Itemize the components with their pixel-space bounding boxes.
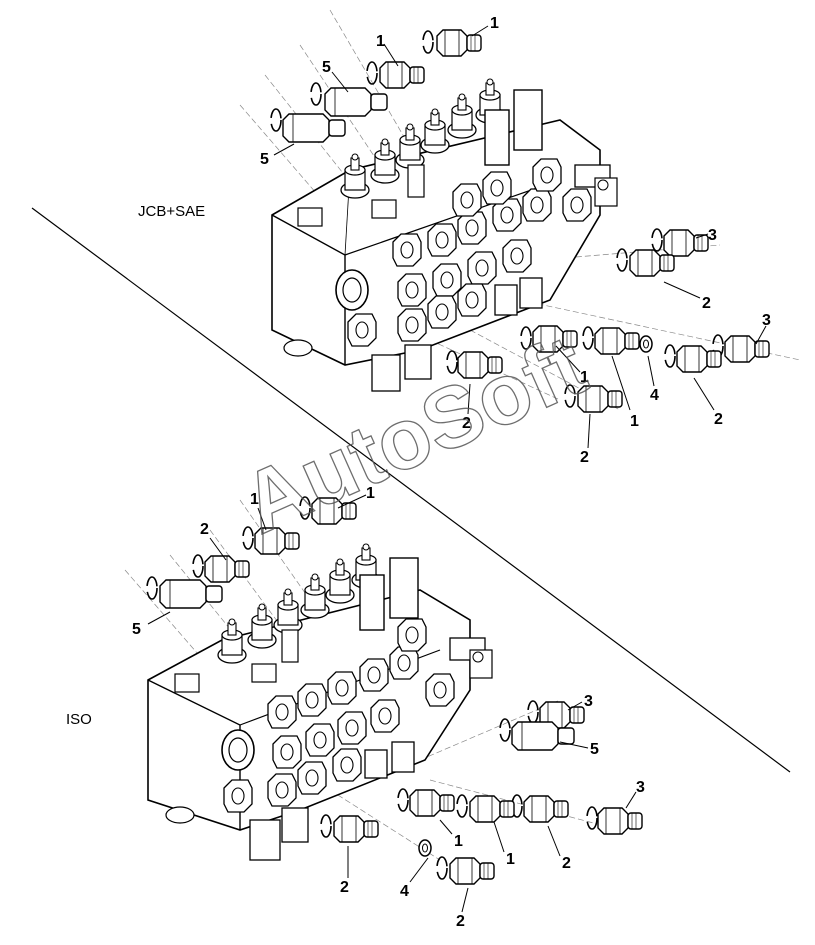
callout-bottom-1d: 1 bbox=[506, 851, 515, 868]
callout-top-4: 4 bbox=[650, 387, 659, 404]
callout-bottom-2c: 2 bbox=[456, 913, 465, 930]
callout-bottom-5a: 5 bbox=[132, 621, 141, 638]
callout-bottom-2a: 2 bbox=[200, 521, 209, 538]
callout-top-3b: 3 bbox=[762, 312, 771, 329]
section-label-iso: ISO bbox=[66, 711, 92, 728]
callout-bottom-1b: 1 bbox=[366, 485, 375, 502]
callout-top-1b: 1 bbox=[376, 33, 385, 50]
callout-top-2c: 2 bbox=[580, 449, 589, 466]
callout-bottom-2d: 2 bbox=[340, 879, 349, 896]
callouts-top: 1 1 5 5 3 2 3 2 1 1 4 2 2 bbox=[260, 15, 771, 466]
callout-top-1c: 1 bbox=[630, 413, 639, 430]
callout-top-1d: 1 bbox=[580, 369, 589, 386]
callout-leaders-bottom bbox=[147, 494, 637, 913]
callout-bottom-3b: 3 bbox=[636, 779, 645, 796]
valve-block-top bbox=[239, 9, 801, 411]
callout-bottom-5b: 5 bbox=[590, 741, 599, 758]
callout-top-5b: 5 bbox=[260, 151, 269, 168]
callout-bottom-2b: 2 bbox=[562, 855, 571, 872]
callout-top-3a: 3 bbox=[708, 227, 717, 244]
callout-leaders-top bbox=[273, 25, 767, 449]
valve-block-bottom bbox=[124, 499, 621, 861]
section-divider-line bbox=[31, 207, 791, 773]
callout-bottom-4: 4 bbox=[400, 883, 409, 900]
callout-top-2a: 2 bbox=[702, 295, 711, 312]
section-label-jcb-sae: JCB+SAE bbox=[138, 203, 205, 220]
callout-bottom-1a: 1 bbox=[250, 491, 259, 508]
callout-top-2b: 2 bbox=[714, 411, 723, 428]
callout-top-5a: 5 bbox=[322, 59, 331, 76]
callout-bottom-3a: 3 bbox=[584, 693, 593, 710]
callout-top-2d: 2 bbox=[462, 415, 471, 432]
callout-top-1a: 1 bbox=[490, 15, 499, 32]
callout-bottom-1c: 1 bbox=[454, 833, 463, 850]
callouts-bottom: 1 1 2 5 3 5 3 1 1 2 4 2 2 bbox=[132, 485, 645, 930]
